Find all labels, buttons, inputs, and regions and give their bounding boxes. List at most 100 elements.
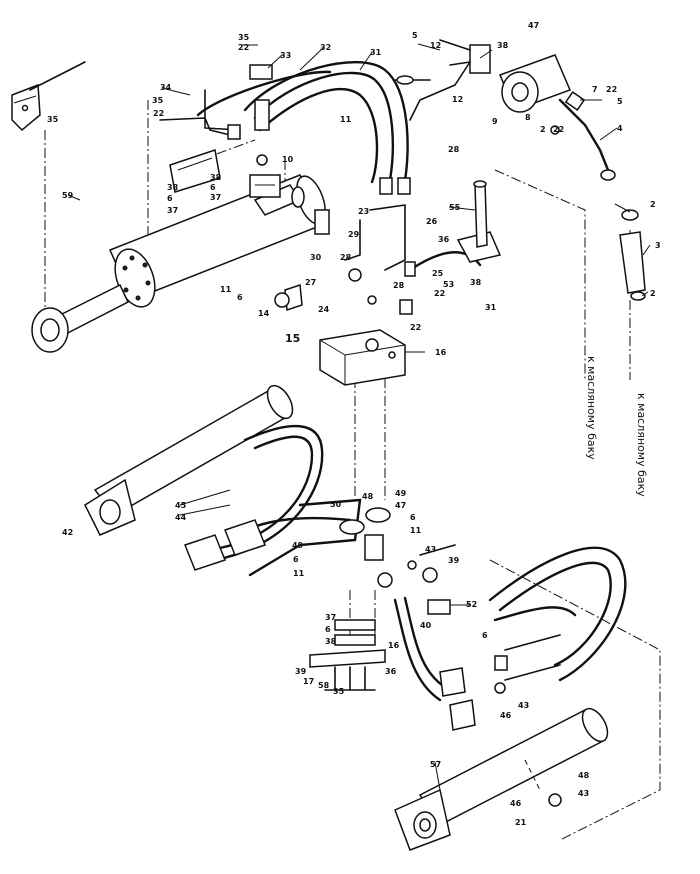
part-label: 59	[62, 191, 74, 200]
part-label: 31	[370, 48, 382, 57]
part-label: 5	[412, 31, 418, 40]
leader-lines	[67, 43, 651, 791]
control-valve-block	[274, 204, 406, 386]
part-label: 6	[410, 513, 416, 522]
lower-distributor	[248, 498, 456, 588]
part-label: 2	[650, 200, 656, 209]
pipe-fittings-upper-left	[159, 64, 273, 166]
part-label: 28	[340, 253, 352, 262]
part-label: 29	[348, 230, 360, 239]
tank-connection-note: к масляному баку	[585, 356, 598, 460]
part-label: 37	[325, 613, 336, 622]
part-label: 2	[540, 125, 546, 134]
part-label: 50	[330, 500, 342, 509]
part-label: 21	[515, 818, 527, 827]
part-label: 6	[237, 293, 243, 302]
part-label: 27	[305, 278, 316, 287]
part-label: 33	[280, 51, 291, 60]
part-label: 30	[310, 253, 322, 262]
part-label: 38	[167, 183, 179, 192]
part-label: 52	[466, 600, 477, 609]
part-label: 44	[175, 513, 187, 522]
high-pressure-hoses-top	[196, 61, 411, 195]
part-label: 36	[385, 667, 397, 676]
distributor-top-right	[394, 39, 616, 181]
part-label: 11	[220, 285, 232, 294]
part-label: 38	[497, 41, 509, 50]
part-label: 58	[318, 681, 330, 690]
part-label: 15	[285, 332, 300, 345]
lift-cylinder-lower	[394, 707, 609, 851]
part-label: 16	[388, 641, 400, 650]
part-label: 46	[500, 711, 512, 720]
part-label: 47	[395, 501, 406, 510]
part-label: 37	[167, 206, 178, 215]
lift-cylinder-upper	[31, 174, 326, 353]
hoses-lower-right	[488, 546, 627, 694]
part-label: 23	[358, 207, 369, 216]
part-label: 9	[492, 117, 498, 126]
part-label: 6	[167, 194, 173, 203]
part-label: 36	[438, 235, 450, 244]
mounting-bracket-top-left	[11, 61, 86, 132]
part-label: 26	[426, 217, 438, 226]
part-label: 24	[318, 305, 330, 314]
part-label: 34	[160, 83, 172, 92]
part-number-labels: 5 12 38 47 7 22 5 4 9 8 2 22 12 28 2 3 2…	[47, 21, 661, 827]
part-label: 2	[650, 289, 656, 298]
part-label: 35	[333, 687, 345, 696]
part-label: 43	[578, 789, 589, 798]
part-label: 35	[238, 33, 250, 42]
part-label: 22	[553, 125, 564, 134]
part-label: 6	[210, 183, 216, 192]
part-label: 12	[430, 41, 441, 50]
part-label: 37	[210, 193, 221, 202]
part-label: 28	[448, 145, 460, 154]
part-label: 55	[449, 203, 461, 212]
part-label: 25	[432, 269, 444, 278]
part-label: 17	[303, 677, 314, 686]
part-label: 22	[434, 289, 445, 298]
part-label: 3	[655, 241, 661, 250]
part-label: 43	[518, 701, 529, 710]
part-label: 4	[617, 124, 623, 133]
part-label: 22	[238, 43, 249, 52]
part-label: 38	[470, 278, 482, 287]
lift-cylinder-middle	[84, 384, 352, 571]
part-label: 6	[482, 631, 488, 640]
part-label: 42	[62, 528, 73, 537]
part-label: 22	[153, 109, 164, 118]
part-label: 5	[617, 97, 623, 106]
part-label: 8	[525, 113, 531, 122]
part-label: 11	[410, 526, 422, 535]
part-label: 22	[410, 323, 421, 332]
part-label: 14	[258, 309, 270, 318]
clamp-bracket-mid-left	[169, 149, 281, 198]
part-label: 35	[152, 96, 164, 105]
clamp-assembly-lower-left	[309, 619, 386, 691]
part-label: 6	[293, 555, 299, 564]
part-label: 32	[320, 43, 331, 52]
tank-connection-note: к масляному баку	[635, 393, 648, 497]
part-label: 57	[430, 760, 441, 769]
part-label: 40	[420, 621, 432, 630]
part-label: 48	[362, 492, 374, 501]
part-label: 11	[340, 115, 352, 124]
part-label: 45	[175, 501, 187, 510]
part-label: 12	[452, 95, 463, 104]
part-label: 47	[528, 21, 539, 30]
part-label: 38	[325, 637, 337, 646]
hose-lower-center	[393, 596, 476, 731]
part-label: 11	[293, 569, 305, 578]
part-label: 49	[292, 541, 304, 550]
part-label: 10	[282, 155, 294, 164]
part-label: 7	[592, 85, 598, 94]
part-label: 48	[578, 771, 590, 780]
part-label: 39	[295, 667, 307, 676]
part-label: 16	[435, 348, 447, 357]
part-label: 49	[395, 489, 407, 498]
part-label: 22	[606, 85, 617, 94]
part-label: 35	[47, 115, 59, 124]
part-label: 31	[485, 303, 497, 312]
